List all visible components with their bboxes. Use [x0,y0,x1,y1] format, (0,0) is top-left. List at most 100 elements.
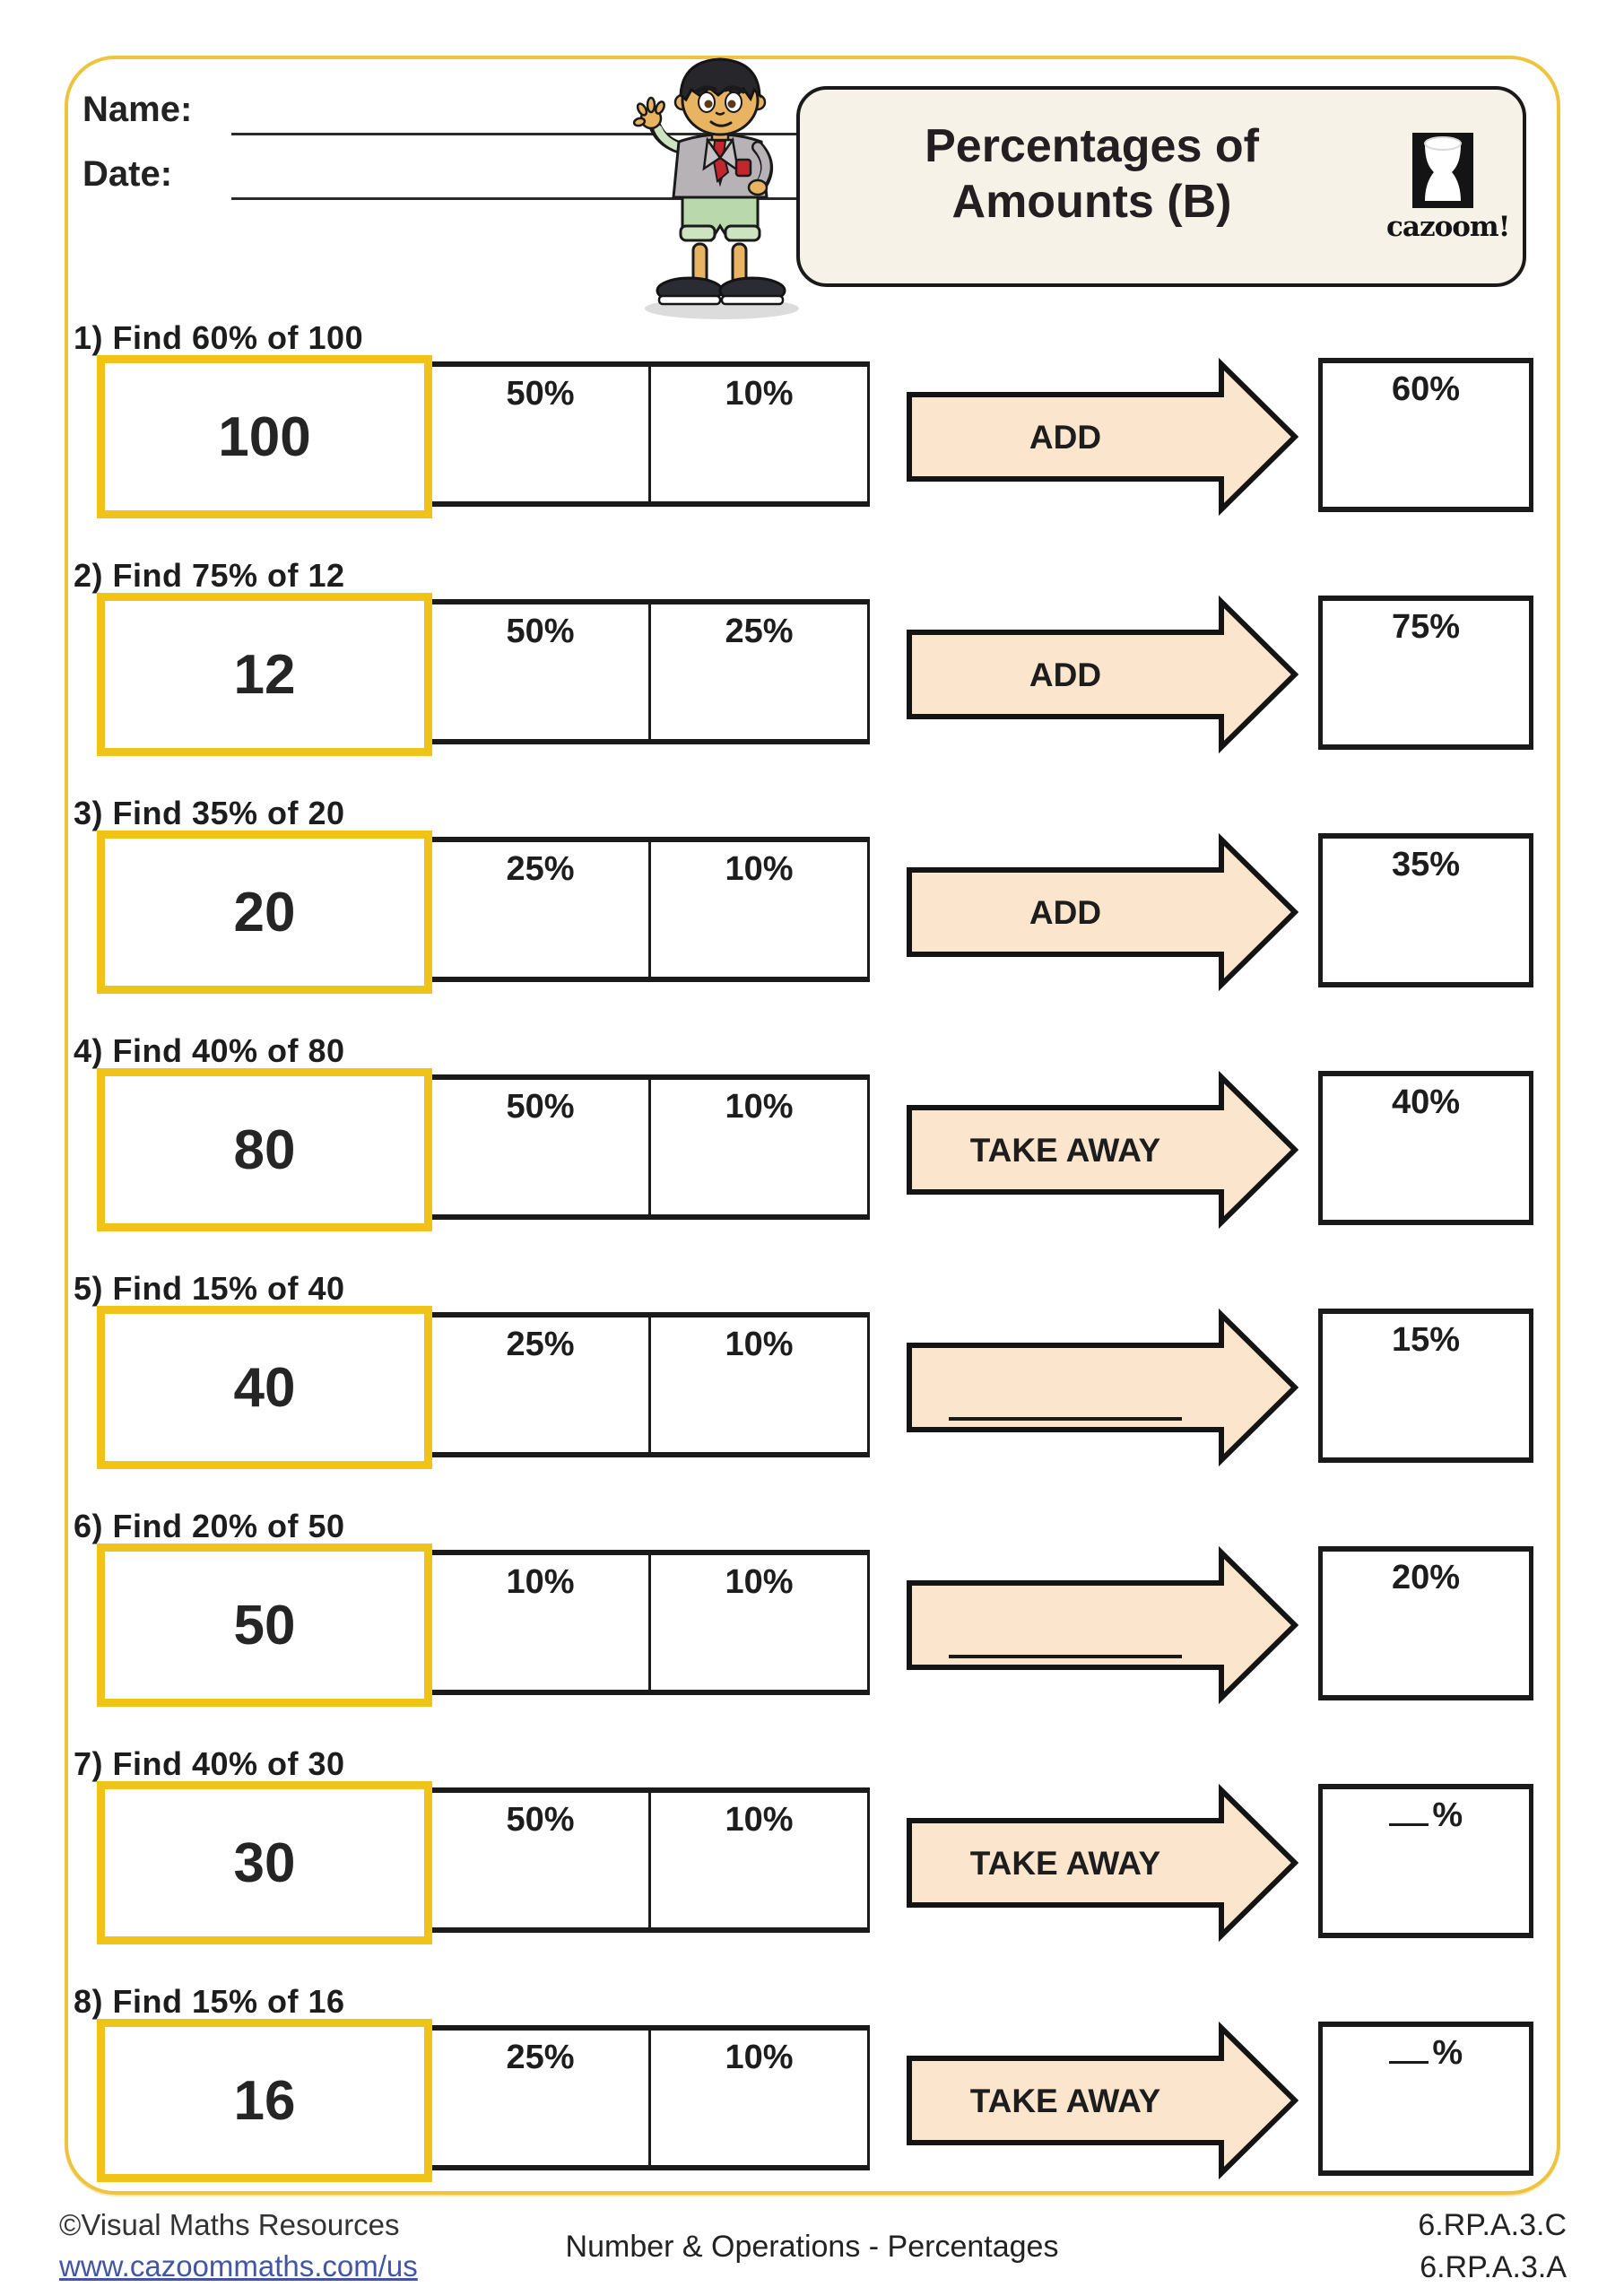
target-box[interactable]: 35% [1318,833,1533,987]
amount-value: 50 [233,1594,296,1657]
target-box[interactable]: 60% [1318,358,1533,512]
standard-code-2: 6.RP.A.3.A [1420,2250,1567,2284]
question-label: 1) Find 60% of 100 [74,319,364,356]
schoolboy-illustration [632,57,799,319]
target-write-line[interactable] [1388,2034,1429,2064]
fraction-cell-left[interactable]: 25% [432,2031,648,2165]
amount-box: 20 [97,831,432,994]
question-row: 20 25% 10% ADD 35% [72,831,1560,1001]
fraction-cell-right[interactable]: 10% [648,367,867,501]
fraction-cell-left[interactable]: 25% [432,1318,648,1452]
question-block: 1) Find 60% of 100 100 50% 10% ADD 60% [72,319,1560,557]
arrow-shape [907,1545,1298,1705]
arrow-label: TAKE AWAY [970,2083,1161,2119]
name-label: Name: [83,90,193,129]
target-write-line[interactable] [1388,1796,1429,1826]
target-label: 20% [1391,1559,1461,1596]
question-block: 2) Find 75% of 12 12 50% 25% ADD 75% [72,557,1560,795]
fraction-cell-left[interactable]: 50% [432,1793,648,1927]
question-row: 30 50% 10% TAKE AWAY % [72,1781,1560,1952]
arrow-label: TAKE AWAY [970,1132,1161,1169]
target-box[interactable]: % [1318,1784,1533,1938]
cell-label-right: 10% [725,2039,794,2076]
cell-label-left: 50% [506,613,575,650]
target-box[interactable]: 75% [1318,596,1533,750]
operation-arrow [907,1308,1298,1467]
operation-arrow: TAKE AWAY [907,2021,1298,2180]
cell-label-right: 10% [725,1088,794,1126]
arrow-shape [907,1070,1298,1230]
website-link[interactable]: www.cazoommaths.com/us [59,2249,418,2283]
name-write-line[interactable] [231,133,812,135]
arrow-shape [907,357,1298,517]
fraction-cell-right[interactable]: 10% [648,1318,867,1452]
question-row: 100 50% 10% ADD 60% [72,355,1560,526]
cell-label-right: 10% [725,850,794,888]
cell-label-left: 50% [506,1801,575,1839]
fraction-cell-left[interactable]: 50% [432,604,648,739]
question-label: 2) Find 75% of 12 [74,557,345,594]
target-label: 35% [1391,846,1461,883]
question-block: 5) Find 15% of 40 40 25% 10% 15% [72,1270,1560,1508]
arrow-label: TAKE AWAY [970,1845,1161,1882]
target-box[interactable]: 20% [1318,1546,1533,1700]
footer-standards: 6.RP.A.3.C 6.RP.A.3.A [1418,2205,1567,2289]
date-write-line[interactable] [231,197,812,200]
copyright-text: ©Visual Maths Resources [59,2208,400,2241]
cell-label-right: 10% [725,1326,794,1363]
fraction-cell-right[interactable]: 10% [648,2031,867,2165]
fraction-cell-right[interactable]: 10% [648,842,867,977]
amount-box: 40 [97,1306,432,1469]
arrow-shape [907,595,1298,754]
fraction-cell-right[interactable]: 10% [648,1555,867,1690]
fraction-cell-right[interactable]: 25% [648,604,867,739]
target-box[interactable]: % [1318,2022,1533,2176]
question-label: 3) Find 35% of 20 [74,795,345,831]
question-label: 6) Find 20% of 50 [74,1508,345,1544]
fraction-cell-left[interactable]: 50% [432,367,648,501]
amount-value: 40 [233,1356,296,1419]
question-label: 5) Find 15% of 40 [74,1270,345,1307]
cazoom-drum-icon [1412,133,1473,208]
cell-label-right: 10% [725,1563,794,1601]
question-label: 7) Find 40% of 30 [74,1745,345,1782]
footer-topic: Number & Operations - Percentages [565,2230,1059,2264]
target-box[interactable]: 40% [1318,1071,1533,1225]
question-block: 4) Find 40% of 80 80 50% 10% TAKE AWAY 4… [72,1032,1560,1270]
question-block: 6) Find 20% of 50 50 10% 10% 20% [72,1508,1560,1745]
question-block: 3) Find 35% of 20 20 25% 10% ADD 35% [72,795,1560,1032]
question-row: 80 50% 10% TAKE AWAY 40% [72,1068,1560,1239]
question-row: 16 25% 10% TAKE AWAY % [72,2019,1560,2189]
title-line-2: Amounts (B) [951,176,1232,228]
question-block: 8) Find 15% of 16 16 25% 10% TAKE AWAY [72,1983,1560,2221]
target-suffix: % [1432,2034,1463,2072]
question-row: 40 25% 10% 15% [72,1306,1560,1476]
fraction-cells: 50% 10% [432,1074,870,1220]
operation-arrow: ADD [907,357,1298,517]
date-label: Date: [83,154,173,194]
operation-arrow: ADD [907,595,1298,754]
fraction-cell-left[interactable]: 25% [432,842,648,977]
target-box[interactable]: 15% [1318,1309,1533,1463]
arrow-shape [907,1308,1298,1467]
fraction-cell-right[interactable]: 10% [648,1793,867,1927]
arrow-label: ADD [1029,657,1101,693]
question-block: 7) Find 40% of 30 30 50% 10% TAKE AWAY [72,1745,1560,1983]
amount-value: 16 [233,2069,296,2132]
amount-box: 80 [97,1068,432,1231]
fraction-cells: 50% 10% [432,1787,870,1933]
operation-arrow: TAKE AWAY [907,1070,1298,1230]
fraction-cells: 10% 10% [432,1550,870,1695]
amount-value: 30 [233,1831,296,1894]
target-label: 15% [1391,1321,1461,1359]
arrow-label: ADD [1029,419,1101,456]
fraction-cell-right[interactable]: 10% [648,1080,867,1214]
title-line-1: Percentages of [925,120,1259,172]
arrow-shape [907,1783,1298,1943]
fraction-cell-left[interactable]: 50% [432,1080,648,1214]
amount-box: 30 [97,1781,432,1944]
amount-value: 100 [218,405,311,468]
cazoom-logo-text: cazoom! [1386,211,1510,243]
cell-label-left: 25% [506,850,575,888]
fraction-cell-left[interactable]: 10% [432,1555,648,1690]
